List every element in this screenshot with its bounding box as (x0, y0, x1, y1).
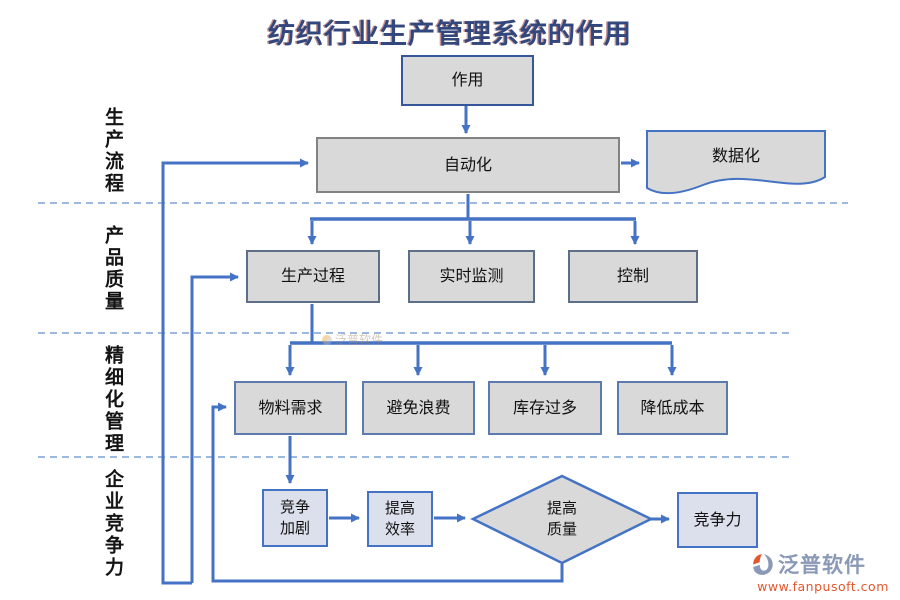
page-title: 纺织行业生产管理系统的作用 (268, 19, 632, 50)
node-tigao-zhiliang: 提高 质量 (546, 499, 577, 538)
center-watermark-text: 泛普软件 (335, 333, 384, 347)
center-watermark: 泛普软件 (322, 331, 383, 348)
node-kongzhi: 控制 (568, 250, 698, 303)
document-shape (646, 130, 826, 195)
fanpu-logo-icon (322, 334, 332, 345)
node-jingzheng-jiaju: 竞争 加剧 (262, 489, 328, 547)
node-zuoyong: 作用 (401, 55, 534, 106)
node-jingzhengli: 竞争力 (677, 492, 758, 548)
node-zidonghua: 自动化 (316, 137, 620, 193)
lane-label-production-process: 生产流程 (102, 107, 124, 195)
node-kucun-guoduo: 库存过多 (488, 381, 602, 435)
connector-lines (161, 106, 677, 585)
node-shishi-jiance: 实时监测 (408, 250, 535, 303)
node-tigao-xiaolv: 提高 效率 (367, 491, 433, 547)
node-wuliao-xuqiu: 物料需求 (234, 381, 347, 435)
node-bimian-langfei: 避免浪费 (362, 381, 475, 435)
brand-url: www.fanpusoft.com (757, 579, 889, 594)
lane-label-enterprise-competitiveness: 企业竞争力 (102, 469, 124, 579)
node-shujuhua: 数据化 (711, 145, 760, 165)
fanpu-logo-icon (753, 553, 773, 575)
brand-watermark: 泛普软件 www.fanpusoft.com (750, 549, 896, 594)
node-shengchan-guocheng: 生产过程 (246, 250, 380, 303)
node-jiangdi-chengben: 降低成本 (617, 381, 728, 435)
lane-label-refined-management: 精细化管理 (102, 345, 124, 455)
brand-name: 泛普软件 (778, 553, 866, 577)
lane-label-product-quality: 产品质量 (102, 225, 124, 313)
